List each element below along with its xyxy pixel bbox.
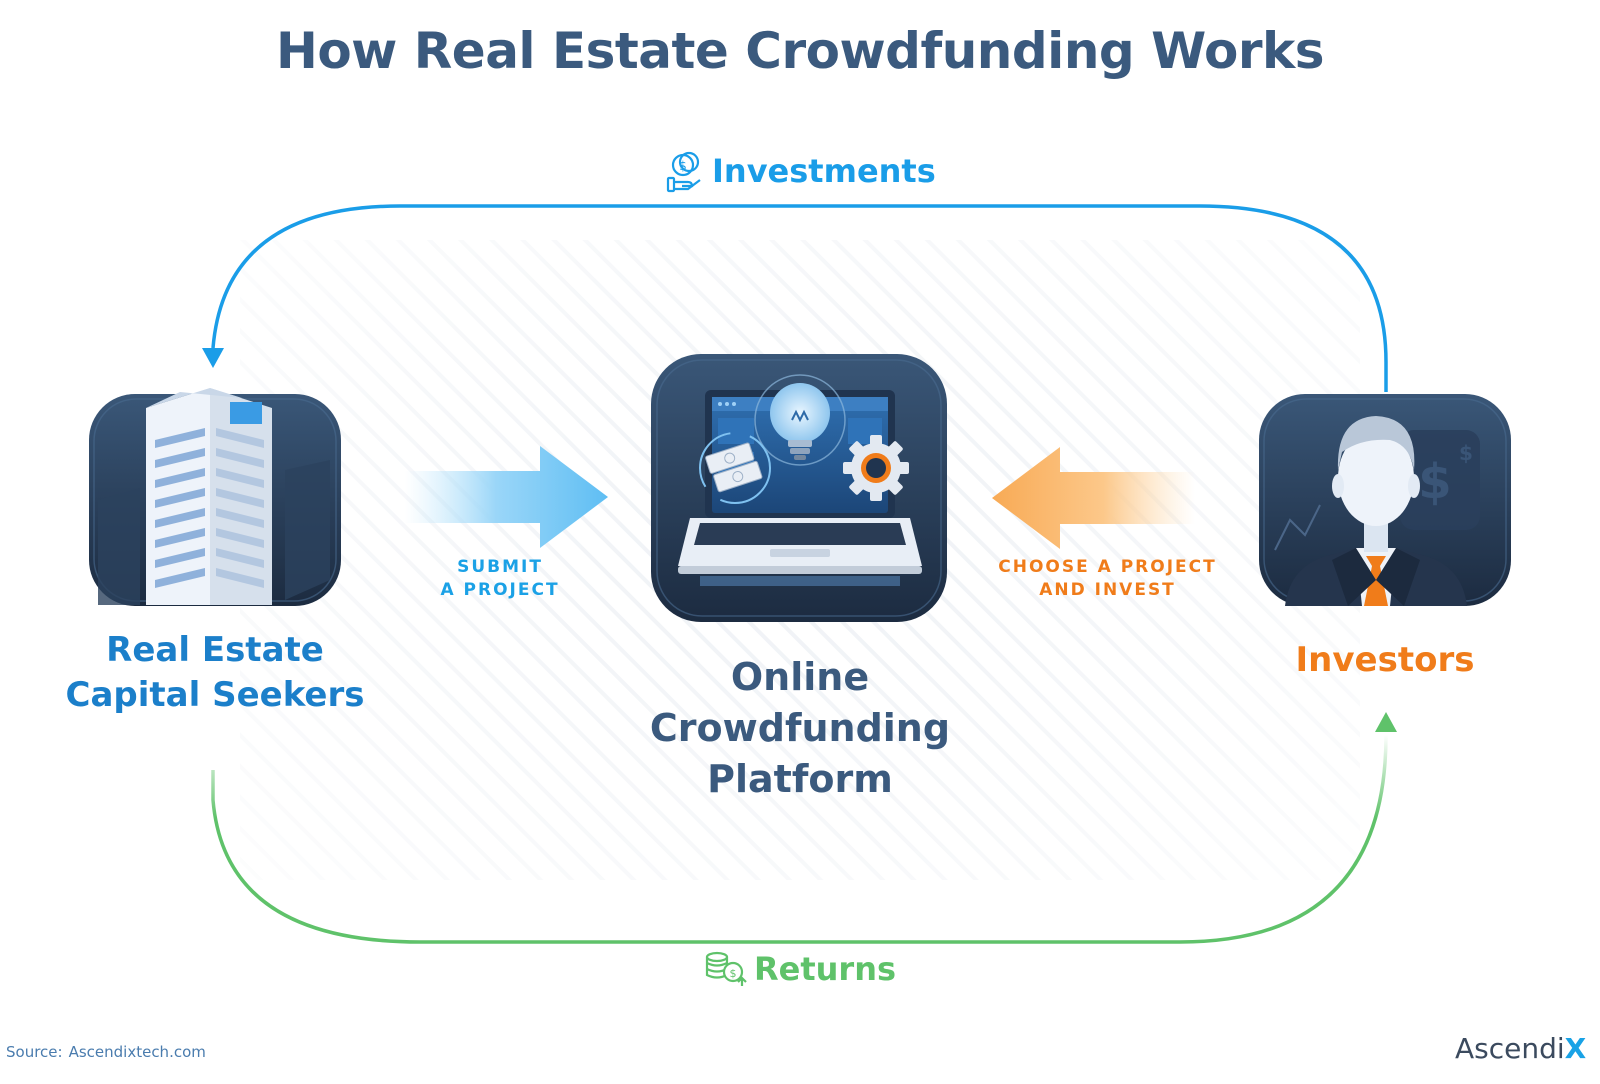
investments-arrowhead — [202, 348, 224, 368]
platform-label: Online Crowdfunding Platform — [600, 652, 1000, 805]
logo-accent: X — [1564, 1032, 1587, 1065]
svg-text:$: $ — [679, 159, 687, 173]
svg-text:$: $ — [1459, 441, 1473, 465]
source-text: Ascendixtech.com — [68, 1043, 206, 1061]
investments-loop-line — [211, 204, 1388, 392]
submit-project-label: SUBMIT A PROJECT — [410, 556, 590, 602]
coin-stack-icon: $ — [705, 951, 747, 986]
returns-arrowhead — [1375, 712, 1397, 732]
logo-main: Ascendi — [1455, 1032, 1565, 1065]
returns-loop-line — [211, 734, 1388, 944]
laptop-lightbulb-icon — [651, 354, 947, 622]
source-note: Source: Ascendixtech.com — [6, 1043, 212, 1061]
capital-seekers-line1: Real Estate — [106, 630, 324, 670]
choose-line1: CHOOSE A PROJECT — [998, 557, 1217, 577]
ascendix-logo: AscendiX — [1455, 1032, 1586, 1065]
capital-seekers-line2: Capital Seekers — [65, 675, 365, 715]
returns-label: Returns — [754, 950, 897, 988]
submit-line2: A PROJECT — [440, 580, 560, 600]
submit-line1: SUBMIT — [457, 557, 543, 577]
choose-arrow — [992, 447, 1195, 549]
svg-text:$: $ — [1418, 454, 1451, 510]
platform-line2: Crowdfunding — [649, 706, 951, 750]
choose-project-label: CHOOSE A PROJECT AND INVEST — [975, 556, 1240, 602]
choose-line2: AND INVEST — [1039, 580, 1176, 600]
office-building-icon — [89, 388, 341, 606]
svg-text:$: $ — [730, 967, 737, 980]
investments-label: Investments — [712, 152, 936, 190]
investors-label: Investors — [1295, 640, 1475, 680]
platform-line1: Online — [730, 655, 870, 699]
diagram-title: How Real Estate Crowdfunding Works — [275, 22, 1325, 80]
capital-seekers-label: Real Estate Capital Seekers — [40, 628, 390, 718]
coin-hand-icon: $ — [666, 151, 701, 193]
platform-line3: Platform — [707, 757, 893, 801]
submit-arrow — [405, 446, 608, 548]
source-prefix: Source: — [6, 1043, 63, 1061]
businessman-icon: $ $ — [1259, 394, 1511, 606]
